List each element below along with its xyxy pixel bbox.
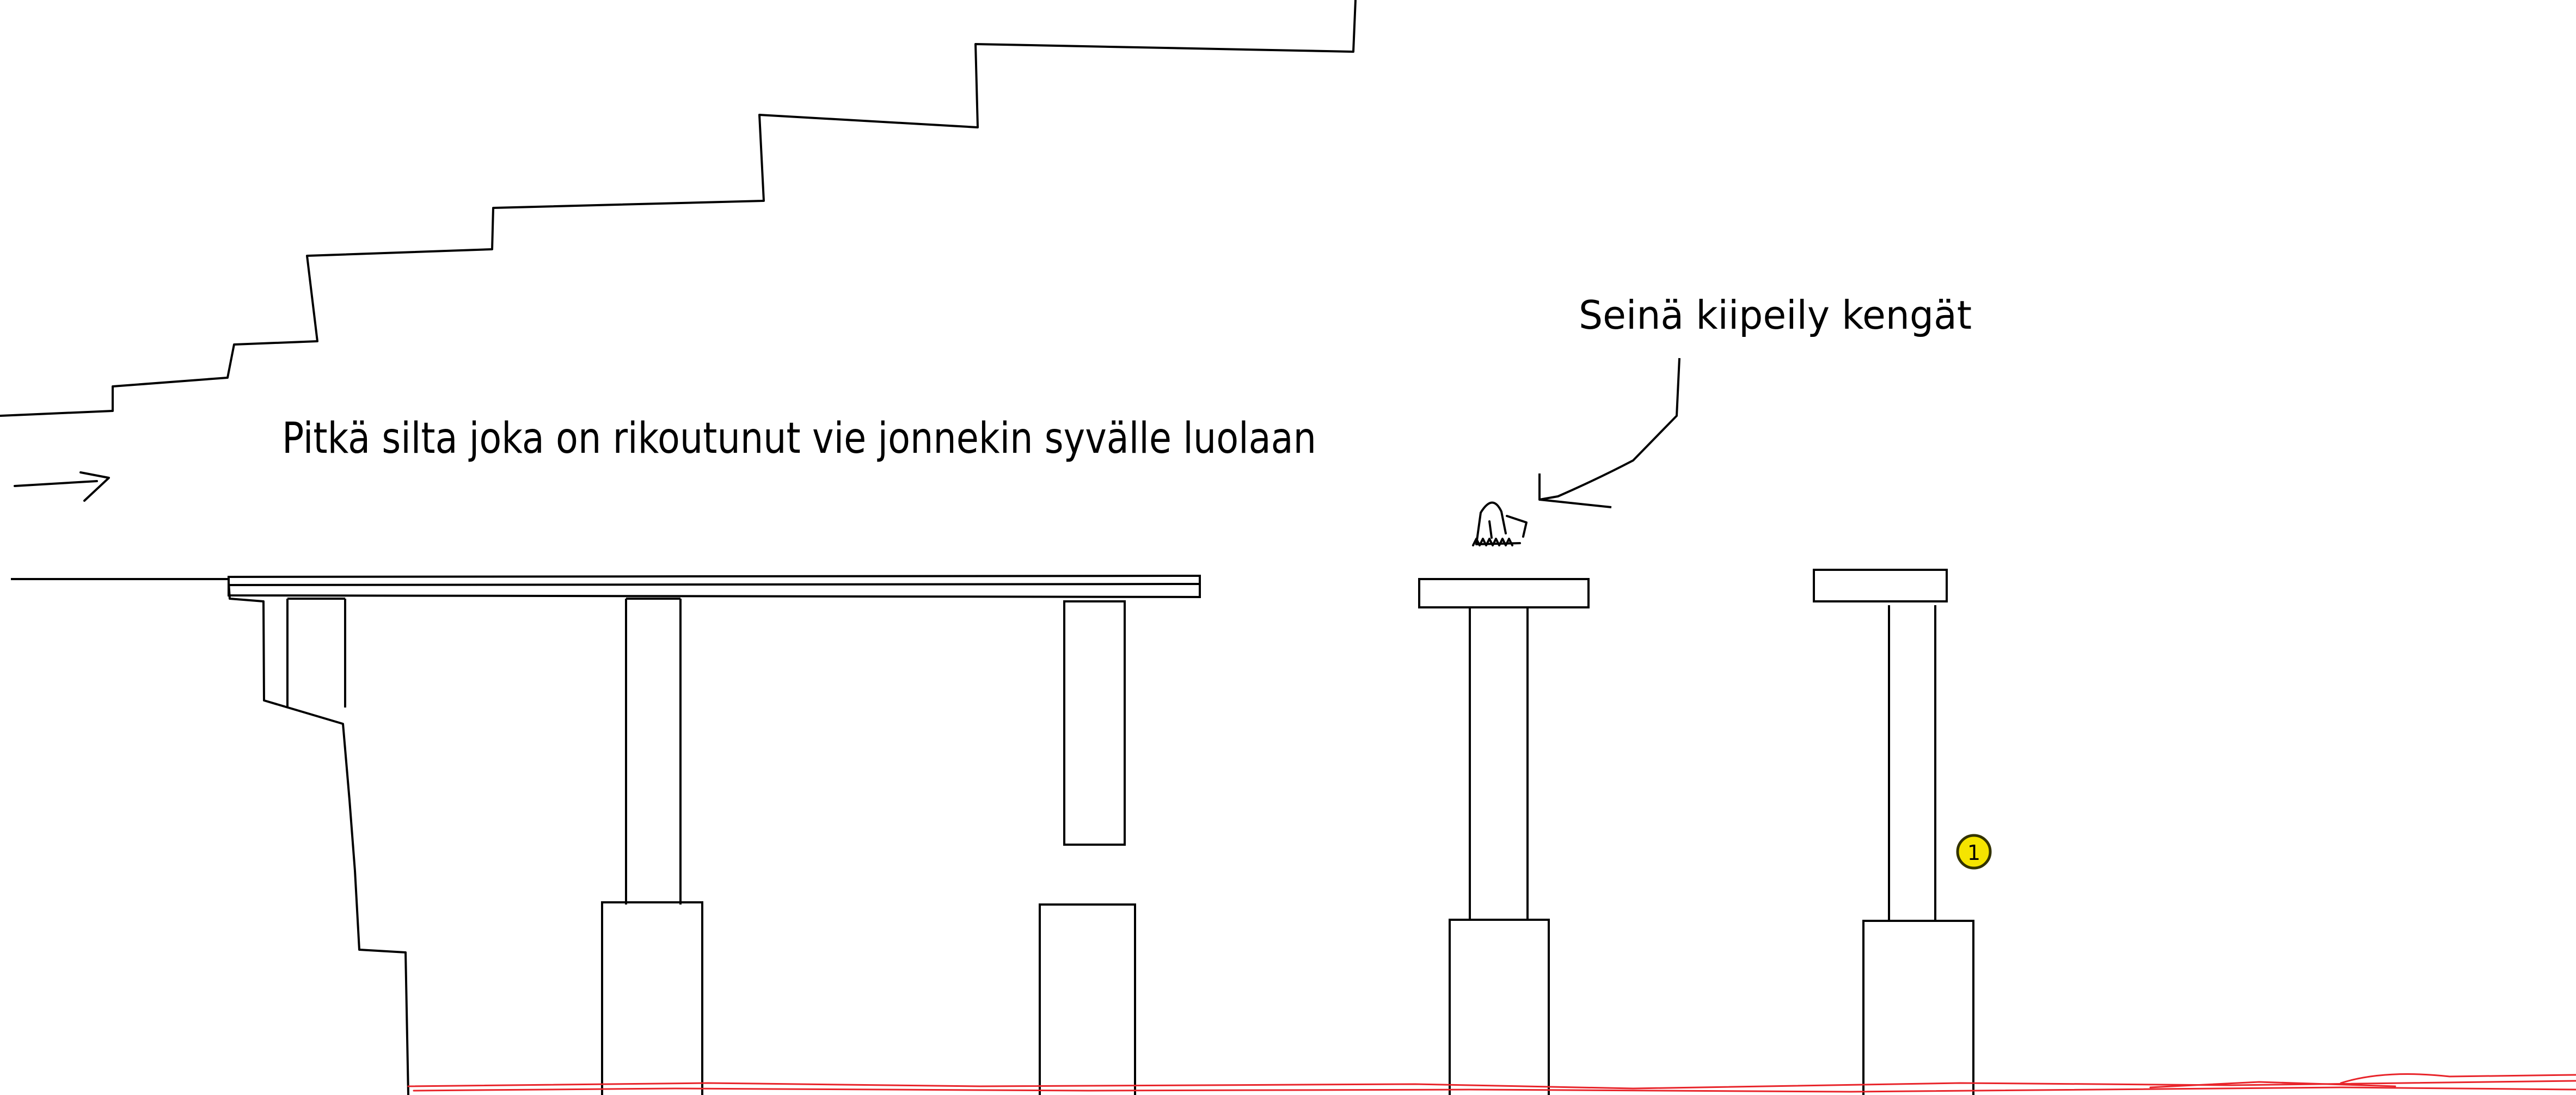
cliff-wall	[228, 582, 409, 1095]
bridge-pillar-1	[286, 598, 346, 708]
item-description-label: Seinä kiipeily kengät	[1579, 292, 1972, 338]
climbing-shoes-icon	[1472, 501, 1528, 546]
bridge-pillar-2	[625, 598, 682, 905]
entry-arrow-icon	[14, 471, 110, 502]
pillar-base-1	[601, 901, 703, 1095]
bridge-description-label: Pitkä silta joka on rikoutunut vie jonne…	[282, 414, 1316, 463]
pillar-base-2	[1039, 903, 1136, 1095]
cave-ceiling-stairs	[0, 0, 1357, 417]
platform-1	[1418, 578, 1590, 1095]
bridge-deck	[228, 574, 1201, 599]
coin-value: 1	[1967, 841, 1980, 865]
platform-2	[1813, 569, 1974, 1095]
coin-icon: 1	[1956, 834, 1992, 870]
hazard-floor	[407, 1073, 2576, 1093]
bridge-pillar-broken	[1063, 600, 1126, 846]
item-pointer-line	[1538, 358, 1680, 508]
